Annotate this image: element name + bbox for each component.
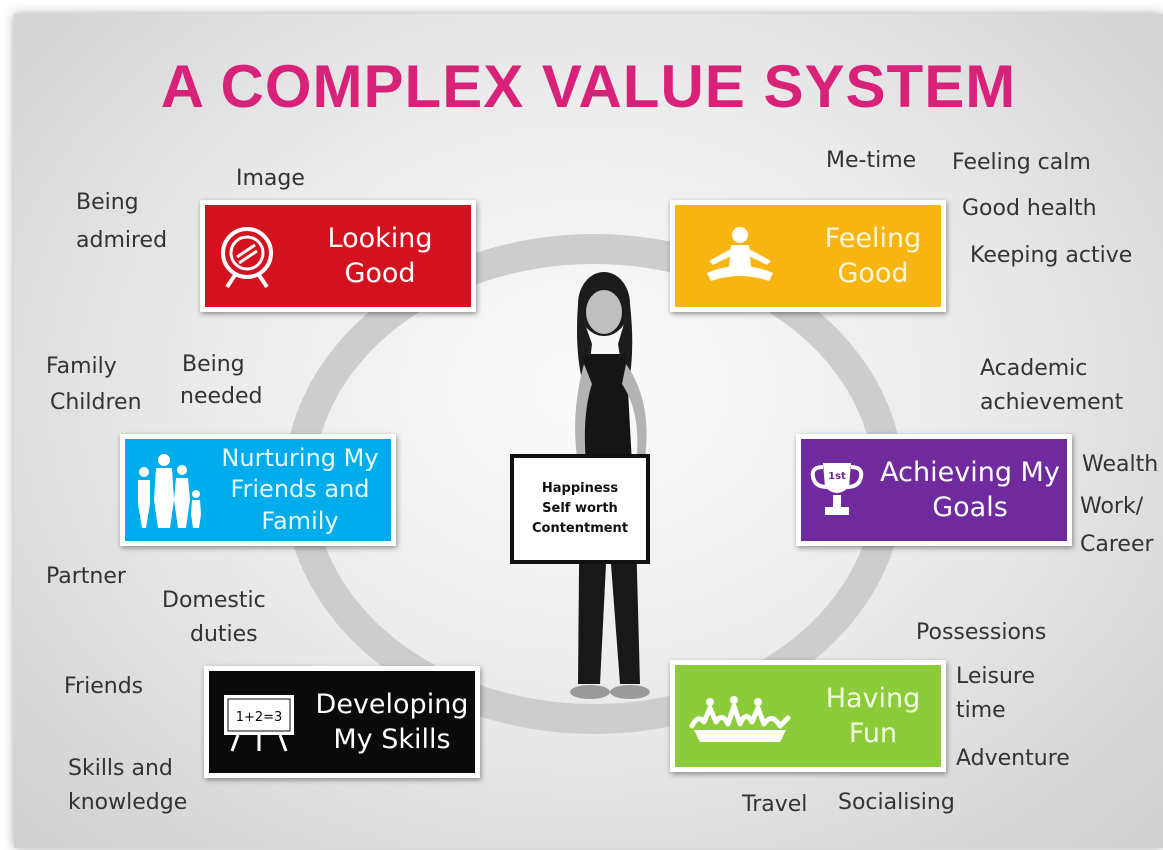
label-possessions: Possessions [916,620,1047,645]
label-academic: Academic [980,356,1088,381]
board-text: 1+2=3 [236,710,283,725]
label-being: Being [76,190,139,215]
feeling-good-label: Feeling Good [805,221,941,291]
chalkboard-icon: 1+2=3 [209,689,309,755]
label-feeling-calm: Feeling calm [952,150,1091,175]
label-socialising: Socialising [838,790,955,815]
label-wealth: Wealth [1082,452,1159,477]
label-time: time [956,698,1006,723]
label-domestic: Domestic [162,588,266,613]
having-fun-line1: Having [825,682,921,714]
looking-good-line1: Looking [327,222,433,254]
nurturing-box: Nurturing My Friends and Family [120,434,396,546]
looking-good-box: Looking Good [200,200,476,312]
label-being-needed-2: needed [180,384,263,409]
label-admired: admired [76,228,168,253]
looking-good-label: Looking Good [289,221,471,291]
label-being-needed-1: Being [182,352,245,377]
slide-title: A COMPLEX VALUE SYSTEM [160,53,1017,120]
feeling-good-box: Feeling Good [670,200,946,312]
label-achievement: achievement [980,390,1124,415]
label-partner: Partner [46,564,126,589]
jumping-people-icon [675,686,805,746]
label-family: Family [46,354,117,379]
label-keeping-active: Keeping active [970,243,1133,268]
label-travel: Travel [742,792,808,817]
label-career: Career [1080,532,1154,557]
label-leisure: Leisure [956,664,1036,689]
family-icon [125,450,209,530]
developing-line2: My Skills [333,724,451,755]
label-knowledge: knowledge [68,790,188,815]
having-fun-label: Having Fun [805,681,941,751]
developing-box: 1+2=3 Developing My Skills [204,666,480,778]
feeling-good-line2: Good [837,258,909,289]
having-fun-box: Having Fun [670,660,946,772]
nurturing-label: Nurturing My Friends and Family [209,443,391,537]
label-image: Image [236,166,305,191]
achieving-line1: Achieving My [880,456,1060,488]
label-children: Children [50,390,142,415]
achieving-box: 1st Achieving My Goals [796,434,1072,546]
developing-label: Developing My Skills [309,687,475,757]
sign-self-worth: Self worth [542,500,618,516]
trophy-icon: 1st [801,457,873,523]
slide: A COMPLEX VALUE SYSTEM Happiness Self wo… [14,14,1163,848]
label-skills-and: Skills and [68,756,173,781]
having-fun-line2: Fun [848,718,898,749]
feeling-good-line1: Feeling [824,222,922,254]
looking-good-line2: Good [344,258,416,289]
nurturing-line2: Friends and [230,475,370,504]
achieving-line2: Goals [932,492,1008,523]
developing-line1: Developing [315,688,469,720]
achieving-label: Achieving My Goals [873,455,1067,525]
sign-happiness: Happiness [541,480,619,496]
label-friends: Friends [64,674,144,699]
label-me-time: Me-time [826,148,917,173]
label-adventure: Adventure [956,746,1070,771]
center-sign: Happiness Self worth Contentment [510,454,650,564]
label-work: Work/ [1080,494,1144,519]
label-good-health: Good health [962,196,1097,221]
nurturing-line3: Family [261,506,339,535]
label-duties: duties [190,622,258,647]
meditation-icon [675,223,805,289]
mirror-icon [205,223,289,289]
nurturing-line1: Nurturing My [221,444,379,473]
trophy-text: 1st [828,471,846,482]
sign-contentment: Contentment [531,521,629,537]
